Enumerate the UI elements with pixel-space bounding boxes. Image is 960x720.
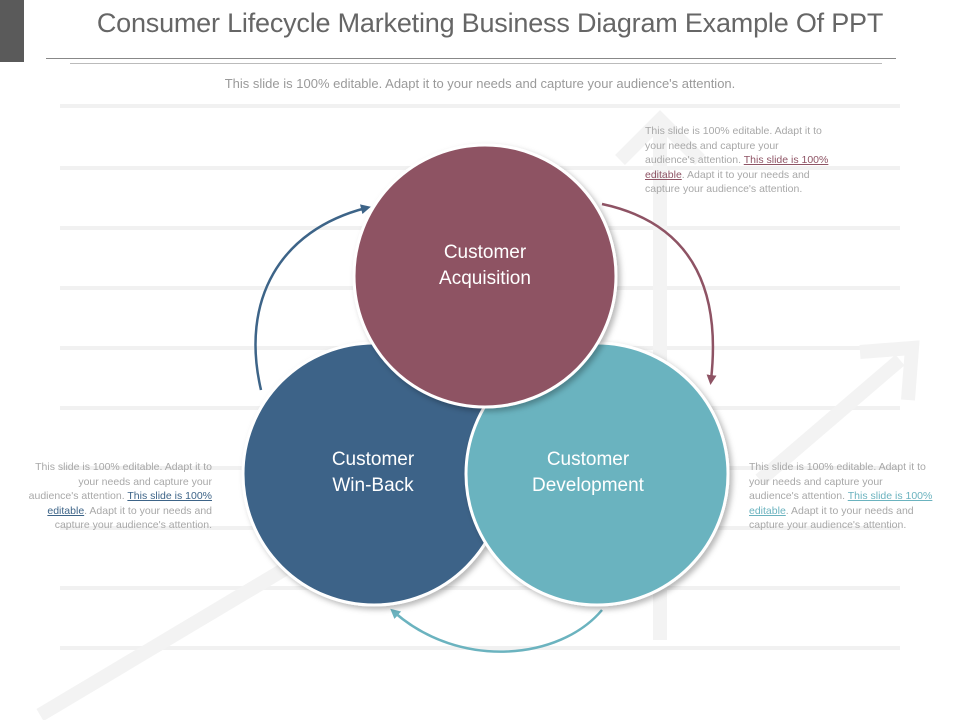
label-line: Acquisition (439, 268, 531, 289)
label-line: Customer (546, 449, 630, 470)
label-customer-development: Customer Development (488, 447, 688, 499)
slide-title: Consumer Lifecycle Marketing Business Di… (96, 8, 884, 38)
slide-subtitle: This slide is 100% editable. Adapt it to… (224, 76, 736, 91)
label-line: Customer (443, 242, 527, 263)
note-link[interactable]: This slide is 100% editable (47, 490, 212, 517)
title-rule-secondary (70, 63, 882, 64)
note-top: This slide is 100% editable. Adapt it to… (645, 124, 831, 197)
label-customer-win-back: Customer Win-Back (273, 447, 473, 499)
note-text: This slide is 100% editable. Adapt it to… (28, 461, 212, 502)
arrow-development-to-winback (390, 608, 603, 653)
arrow-winback-to-acquisition (254, 204, 371, 391)
corner-block (0, 0, 24, 62)
label-line: Customer (331, 449, 415, 470)
note-link[interactable]: This slide is 100% editable (749, 490, 933, 517)
note-text: . Adapt it to your needs and capture you… (54, 504, 212, 532)
note-text: This slide is 100% editable. Adapt it to… (749, 461, 926, 502)
label-line: Win-Back (332, 475, 414, 496)
note-link[interactable]: This slide is 100% editable (645, 154, 829, 181)
note-left: This slide is 100% editable. Adapt it to… (26, 460, 212, 533)
note-text: This slide is 100% editable. Adapt it to… (645, 125, 822, 166)
circle-customer-acquisition (352, 143, 618, 409)
note-text: . Adapt it to your needs and capture you… (749, 504, 914, 532)
label-line: Development (532, 475, 644, 496)
title-rule (46, 58, 896, 59)
label-customer-acquisition: Customer Acquisition (385, 240, 585, 292)
note-text: . Adapt it to your needs and capture you… (645, 168, 810, 196)
arrow-acquisition-to-development (601, 202, 717, 385)
note-right: This slide is 100% editable. Adapt it to… (749, 460, 935, 533)
